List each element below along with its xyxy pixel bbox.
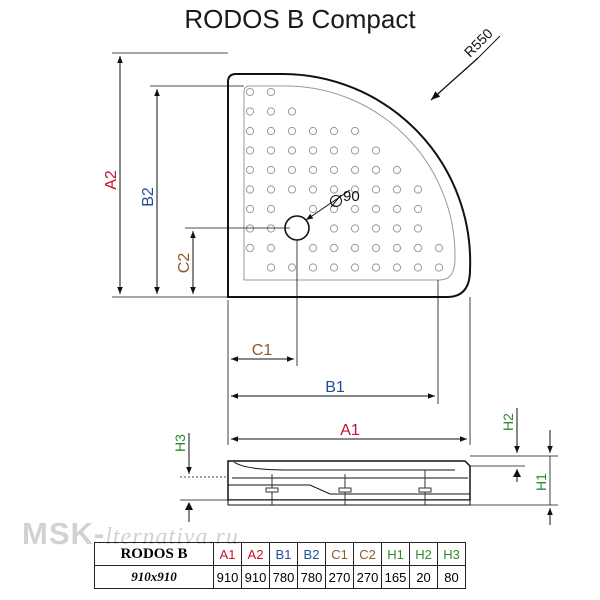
spec-header-b2: B2 <box>297 542 326 566</box>
spec-header-h2: H2 <box>409 542 438 566</box>
drawing-title: RODOS B Compact <box>184 4 416 34</box>
anti-slip-dots <box>245 87 444 272</box>
spec-value-b2: 780 <box>297 565 326 589</box>
spec-header-c2: C2 <box>353 542 382 566</box>
spec-header-c1: C1 <box>325 542 354 566</box>
c1-label: C1 <box>252 342 273 359</box>
spec-size: 910x910 <box>94 565 214 589</box>
drain-diameter-value: 90 <box>343 188 360 205</box>
spec-value-a1: 910 <box>213 565 242 589</box>
drain-diameter-label: 90 <box>330 188 360 208</box>
spec-value-b1: 780 <box>269 565 298 589</box>
spec-value-c2: 270 <box>353 565 382 589</box>
b2-label: B2 <box>140 187 157 207</box>
spec-header-b1: B1 <box>269 542 298 566</box>
b1-label: B1 <box>325 379 345 396</box>
tray-inner-rim <box>243 85 456 281</box>
spec-value-h1: 165 <box>381 565 410 589</box>
side-view <box>180 455 558 506</box>
h1-label: H1 <box>533 473 549 491</box>
spec-value-a2: 910 <box>241 565 270 589</box>
h2-label: H2 <box>500 413 516 431</box>
spec-value-h3: 80 <box>437 565 466 589</box>
spec-header-a2: A2 <box>241 542 270 566</box>
c2-label: C2 <box>176 253 193 274</box>
a2-label: A2 <box>103 170 120 190</box>
spec-value-row: 910x910 910 910 780 780 270 270 165 20 8… <box>94 565 466 589</box>
spec-table: RODOS B A1 A2 B1 B2 C1 C2 H1 H2 H3 910x9… <box>94 542 466 589</box>
spec-header-h1: H1 <box>381 542 410 566</box>
adjustable-leg <box>265 470 432 505</box>
watermark-prefix: MSK- <box>22 516 106 551</box>
spec-header-a1: A1 <box>213 542 242 566</box>
tray-outline <box>227 73 472 298</box>
h3-label: H3 <box>172 434 188 452</box>
spec-header-h3: H3 <box>437 542 466 566</box>
spec-header-row: RODOS B A1 A2 B1 B2 C1 C2 H1 H2 H3 <box>94 542 466 566</box>
radius-label: R550 <box>461 25 496 60</box>
spec-value-c1: 270 <box>325 565 354 589</box>
spec-model-name: RODOS B <box>94 542 214 566</box>
spec-value-h2: 20 <box>409 565 438 589</box>
a1-label: A1 <box>340 422 360 439</box>
